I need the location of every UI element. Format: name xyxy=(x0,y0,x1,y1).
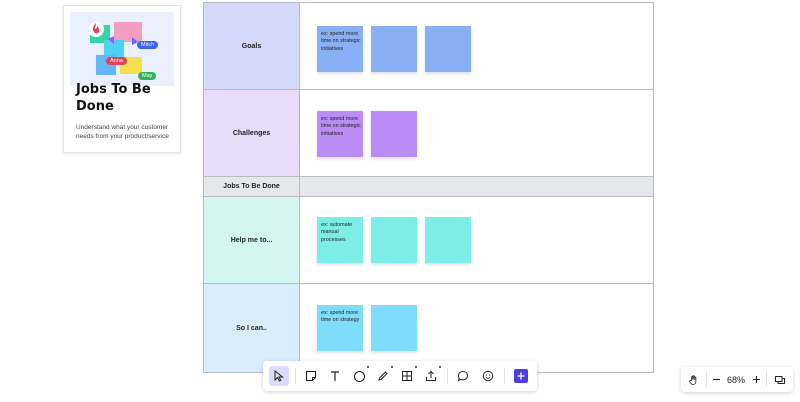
board-row-help-me-to: Help me to... ex: automate manual proces… xyxy=(204,197,653,284)
avatar-badge: May xyxy=(138,72,157,80)
avatar-badge: Mitch xyxy=(137,41,159,49)
shape-tool[interactable] xyxy=(349,366,369,386)
board-row-challenges: Challenges ex: spend more time on strate… xyxy=(204,90,653,177)
toolbar-divider xyxy=(447,368,448,384)
row-label-so-i-can: So I can.. xyxy=(204,284,300,372)
zoom-in-icon xyxy=(752,376,760,383)
shape-icon xyxy=(353,370,365,382)
board-row-section-header: Jobs To Be Done xyxy=(204,177,653,197)
sticky-note[interactable] xyxy=(371,111,417,157)
hand-tool[interactable] xyxy=(684,370,703,389)
row-content-help-me-to[interactable]: ex: automate manual processes xyxy=(300,197,653,283)
row-content-challenges[interactable]: ex: spend more time on strategic initiat… xyxy=(300,90,653,176)
creation-toolbar xyxy=(263,361,537,391)
jtbd-board[interactable]: Goals ex: spend more time on strategic i… xyxy=(203,2,654,373)
template-title: Jobs To Be Done xyxy=(76,82,151,114)
sticky-note[interactable] xyxy=(425,217,471,263)
sticky-note-text: ex: spend more time on strategic initiat… xyxy=(321,116,361,137)
text-icon xyxy=(331,371,339,381)
pen-tool[interactable] xyxy=(373,366,393,386)
zoom-level[interactable]: 68% xyxy=(726,374,745,385)
add-more-button[interactable] xyxy=(511,366,531,386)
upload-icon xyxy=(426,370,436,381)
sticky-note[interactable]: ex: spend more time on strategic initiat… xyxy=(317,111,363,157)
submenu-indicator xyxy=(439,366,441,368)
comment-icon xyxy=(457,370,469,382)
frame-tool[interactable] xyxy=(397,366,417,386)
board-row-goals: Goals ex: spend more time on strategic i… xyxy=(204,3,653,90)
sticky-note[interactable] xyxy=(425,26,471,72)
submenu-indicator xyxy=(391,366,393,368)
upload-tool[interactable] xyxy=(421,366,441,386)
sticky-note-tool[interactable] xyxy=(301,366,321,386)
text-tool[interactable] xyxy=(325,366,345,386)
zoom-out-button[interactable] xyxy=(709,370,723,389)
add-icon xyxy=(517,372,525,380)
template-card[interactable]: Mitch Anna May Jobs To Be Done Understan… xyxy=(63,5,181,153)
row-content-so-i-can[interactable]: ex: spend more time on strategy xyxy=(300,284,653,372)
submenu-indicator xyxy=(367,366,369,368)
select-icon xyxy=(274,370,284,382)
template-description: Understand what your customer needs from… xyxy=(76,124,169,140)
sticky-note[interactable]: ex: spend more time on strategic initiat… xyxy=(317,26,363,72)
pen-icon xyxy=(378,371,388,381)
zoom-in-button[interactable] xyxy=(749,370,763,389)
sticky-note[interactable] xyxy=(371,305,417,351)
comment-tool[interactable] xyxy=(453,366,473,386)
board-row-so-i-can: So I can.. ex: spend more time on strate… xyxy=(204,284,653,372)
hand-icon xyxy=(688,374,696,385)
select-tool[interactable] xyxy=(269,366,289,386)
section-header-label: Jobs To Be Done xyxy=(204,177,300,196)
zoom-controls: 68% xyxy=(681,367,793,392)
sticky-note[interactable]: ex: automate manual processes xyxy=(317,217,363,263)
template-illustration: Mitch Anna May xyxy=(70,12,174,86)
row-label-challenges: Challenges xyxy=(204,90,300,176)
emoji-icon xyxy=(482,370,494,382)
zoom-divider xyxy=(766,372,767,387)
row-label-goals: Goals xyxy=(204,3,300,89)
template-art-svg xyxy=(70,12,174,86)
minimap-toggle[interactable] xyxy=(770,370,789,389)
zoom-out-icon xyxy=(712,378,720,381)
sticky-note[interactable] xyxy=(371,26,417,72)
emoji-tool[interactable] xyxy=(478,366,498,386)
sticky-note-text: ex: spend more time on strategy xyxy=(321,310,360,324)
add-icon-container xyxy=(514,369,528,383)
toolbar-divider xyxy=(504,368,505,384)
frame-icon xyxy=(402,371,412,381)
sticky-note-text: ex: spend more time on strategic initiat… xyxy=(321,31,361,52)
submenu-indicator xyxy=(415,366,417,368)
section-header-content xyxy=(300,177,653,196)
row-label-help-me-to: Help me to... xyxy=(204,197,300,283)
avatar-badge: Anna xyxy=(106,57,127,65)
sticky-note-icon xyxy=(306,371,316,381)
sticky-note[interactable]: ex: spend more time on strategy xyxy=(317,305,363,351)
zoom-divider xyxy=(706,372,707,387)
sticky-note[interactable] xyxy=(371,217,417,263)
minimap-icon xyxy=(774,375,785,384)
toolbar-divider xyxy=(295,368,296,384)
sticky-note-text: ex: automate manual processes xyxy=(321,222,353,243)
row-content-goals[interactable]: ex: spend more time on strategic initiat… xyxy=(300,3,653,89)
